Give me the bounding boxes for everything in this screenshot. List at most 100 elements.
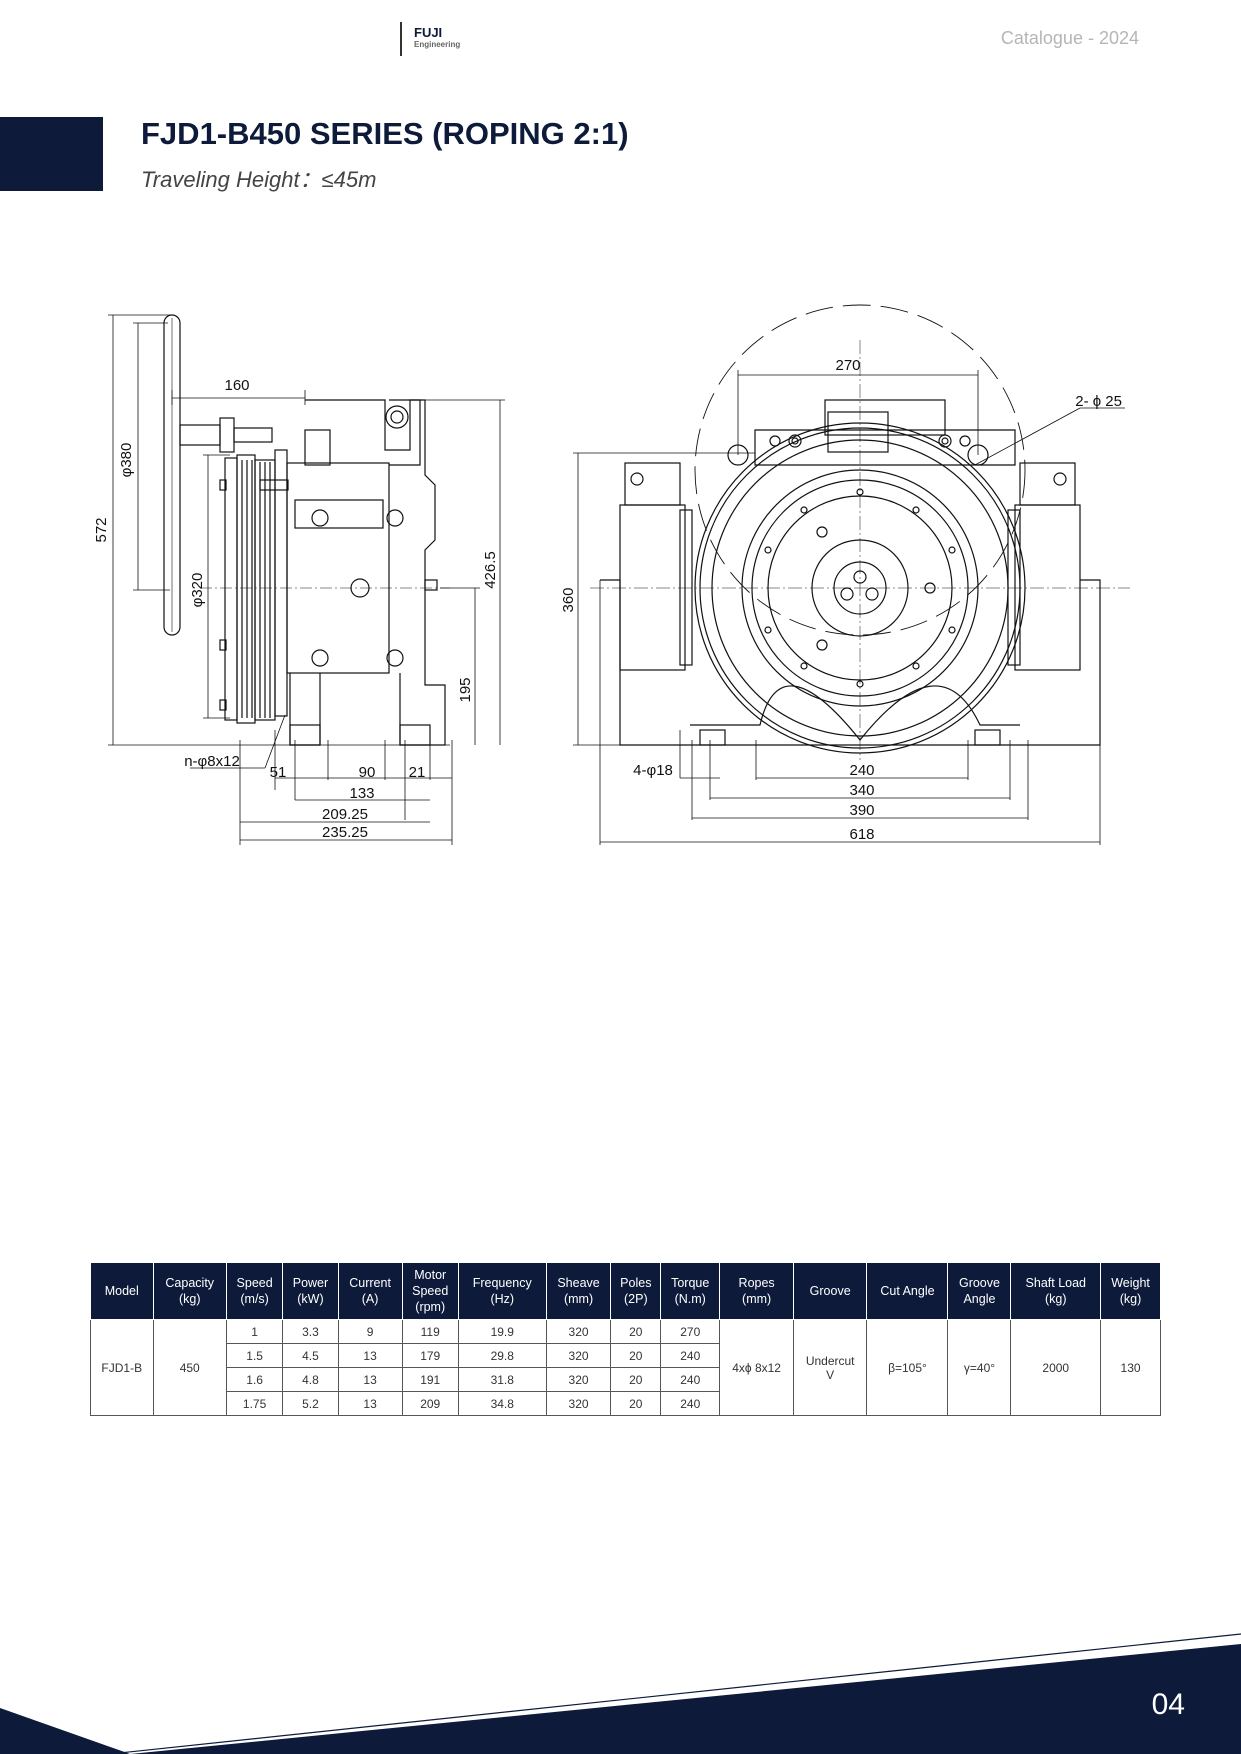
dim-21: 21 bbox=[409, 764, 426, 781]
header-text: (rpm) bbox=[415, 1300, 446, 1314]
catalogue-label: Catalogue - 2024 bbox=[1000, 28, 1139, 48]
brand-name: FUJI bbox=[414, 25, 443, 40]
table-header-cell: Shaft Load(kg) bbox=[1010, 1262, 1102, 1320]
table-header-cell: Speed (m/s) bbox=[225, 1262, 284, 1320]
cell-poles: 20 bbox=[610, 1367, 662, 1392]
cell-torque: 240 bbox=[660, 1391, 721, 1416]
table-header-cell: Capacity (kg) bbox=[152, 1262, 227, 1320]
cell-frequency: 19.9 bbox=[457, 1319, 547, 1344]
header-text: Model bbox=[104, 1284, 139, 1298]
header-text: (mm) bbox=[563, 1292, 594, 1306]
header-text: Torque bbox=[671, 1276, 710, 1290]
dim-4-phi18: 4-φ18 bbox=[633, 762, 673, 779]
header-text: (kW) bbox=[297, 1292, 324, 1306]
cell-power: 3.3 bbox=[282, 1319, 339, 1344]
dim-618: 618 bbox=[849, 826, 874, 843]
dim-195: 195 bbox=[457, 677, 474, 702]
table-header-cell: Power (kW) bbox=[282, 1262, 339, 1320]
header-text: Poles bbox=[620, 1276, 652, 1290]
dim-90: 90 bbox=[359, 764, 376, 781]
header-text: Weight bbox=[1111, 1276, 1150, 1290]
header-text: (m/s) bbox=[240, 1292, 269, 1306]
brand-logo: FUJI Engineering bbox=[400, 22, 460, 56]
groove-line2: V bbox=[826, 1367, 835, 1382]
dim-n-phi8x12: n-φ8x12 bbox=[184, 753, 240, 770]
cell-current: 13 bbox=[337, 1391, 403, 1416]
dim-572: 572 bbox=[93, 517, 110, 542]
cell-frequency: 29.8 bbox=[457, 1343, 547, 1368]
dim-2-phi25: 2- ϕ 25 bbox=[1075, 393, 1122, 410]
cell-poles: 20 bbox=[610, 1343, 662, 1368]
table-row: FJD1-B 450 1 3.3 9 119 19.9 320 20 270 4… bbox=[90, 1319, 1161, 1416]
cell-motor-speed: 119 bbox=[401, 1319, 459, 1344]
table-header-cell: Sheave (mm) bbox=[545, 1262, 612, 1320]
table-header-cell: Torque (N.m) bbox=[660, 1262, 721, 1320]
header-text: (kg) bbox=[178, 1292, 201, 1306]
table-header-cell: Frequency (Hz) bbox=[457, 1262, 547, 1320]
cell-speed: 1.75 bbox=[225, 1391, 284, 1416]
cell-power: 5.2 bbox=[282, 1391, 339, 1416]
header-text: Groove bbox=[809, 1284, 851, 1298]
cell-model: FJD1-B bbox=[90, 1319, 154, 1416]
header-text: (2P) bbox=[624, 1292, 648, 1306]
header-text: Frequency bbox=[472, 1276, 532, 1290]
cell-groove-angle: γ=40° bbox=[947, 1319, 1012, 1416]
header-text: Current bbox=[349, 1276, 391, 1290]
table-header-cell: Poles (2P) bbox=[610, 1262, 662, 1320]
front-view bbox=[590, 304, 1130, 760]
dim-235-25: 235.25 bbox=[322, 824, 368, 841]
dim-phi380: φ380 bbox=[118, 443, 135, 478]
dim-426-5: 426.5 bbox=[482, 551, 499, 589]
cell-sheave: 320 bbox=[545, 1343, 612, 1368]
header-text: (N.m) bbox=[674, 1292, 706, 1306]
dim-390: 390 bbox=[849, 802, 874, 819]
dim-340: 340 bbox=[849, 782, 874, 799]
cell-speed: 1.6 bbox=[225, 1367, 284, 1392]
cell-motor-speed: 191 bbox=[401, 1367, 459, 1392]
table-header-cell: Weight(kg) bbox=[1100, 1262, 1161, 1320]
dim-360: 360 bbox=[560, 587, 577, 612]
table-header-cell: Model bbox=[90, 1262, 154, 1320]
cell-capacity: 450 bbox=[152, 1319, 227, 1416]
cell-torque: 240 bbox=[660, 1343, 721, 1368]
cell-weight: 130 bbox=[1100, 1319, 1161, 1416]
header-text: (A) bbox=[361, 1292, 379, 1306]
cell-current: 13 bbox=[337, 1367, 403, 1392]
table-header-cell: Groove bbox=[792, 1262, 868, 1320]
cell-cut-angle: β=105° bbox=[866, 1319, 949, 1416]
spec-table: Model Capacity (kg) Speed (m/s) Power (kW) Curr… bbox=[90, 1262, 1161, 1416]
page-subtitle: Traveling Height：≤45m bbox=[141, 167, 377, 192]
cell-sheave: 320 bbox=[545, 1319, 612, 1344]
dim-phi320: φ320 bbox=[189, 573, 206, 608]
dim-209-25: 209.25 bbox=[322, 806, 368, 823]
page-number: 04 bbox=[1151, 1688, 1185, 1721]
header-text: Groove bbox=[958, 1276, 1000, 1290]
cell-ropes: 4xϕ 8x12 bbox=[719, 1319, 794, 1416]
header-text: Speed bbox=[236, 1276, 273, 1290]
cell-motor-speed: 209 bbox=[401, 1391, 459, 1416]
cell-shaft-load: 2000 bbox=[1010, 1319, 1102, 1416]
cell-speed: 1 bbox=[225, 1319, 284, 1344]
cell-sheave: 320 bbox=[545, 1391, 612, 1416]
technical-drawing: 160 φ380 572 φ320 426.5 195 n-φ8x12 51 9… bbox=[93, 304, 1130, 845]
cell-power: 4.5 bbox=[282, 1343, 339, 1368]
title-accent-bar bbox=[0, 117, 103, 191]
dim-270: 270 bbox=[835, 357, 860, 374]
side-view bbox=[163, 314, 450, 746]
cell-current: 9 bbox=[337, 1319, 403, 1344]
header-text: Ropes bbox=[738, 1276, 775, 1290]
header-text: Sheave bbox=[557, 1276, 600, 1290]
table-header-cell: Current (A) bbox=[337, 1262, 403, 1320]
footer-line bbox=[109, 1633, 1241, 1754]
header-text: Speed bbox=[412, 1284, 449, 1298]
header-text: Angle bbox=[963, 1292, 996, 1306]
header-text: Capacity bbox=[165, 1276, 215, 1290]
header-text: Motor bbox=[414, 1268, 447, 1282]
brand-subname: Engineering bbox=[414, 40, 461, 49]
header-text: Power bbox=[292, 1276, 329, 1290]
cell-sheave: 320 bbox=[545, 1367, 612, 1392]
header-text: (Hz) bbox=[490, 1292, 515, 1306]
cell-motor-speed: 179 bbox=[401, 1343, 459, 1368]
